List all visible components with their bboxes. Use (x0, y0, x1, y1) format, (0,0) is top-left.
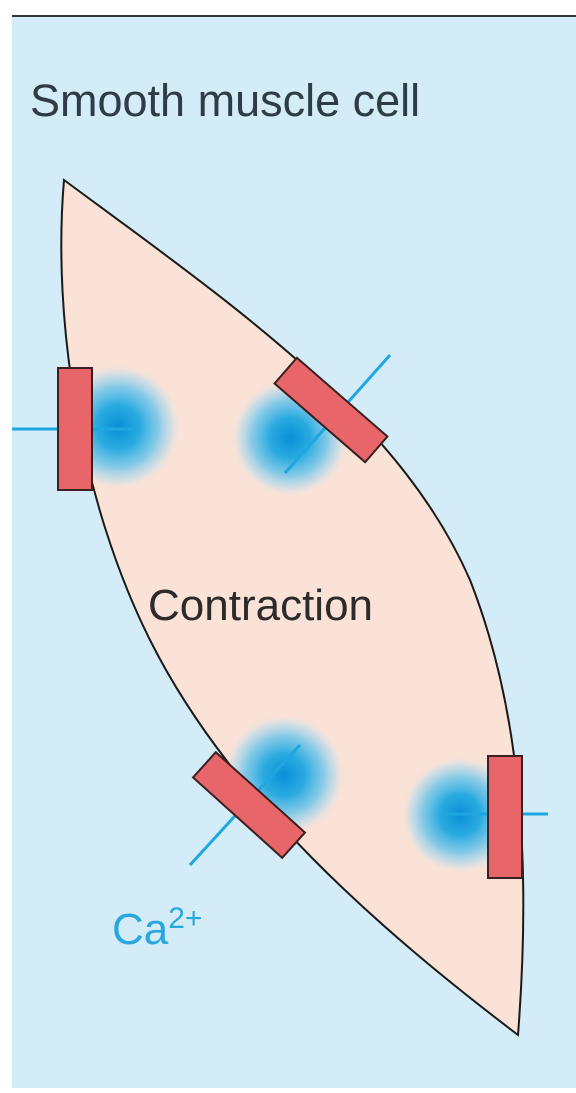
contraction-label: Contraction (148, 581, 373, 630)
diagram-title: Smooth muscle cell (30, 75, 420, 126)
calcium-ion-charge: 2+ (168, 902, 202, 935)
calcium-channel-lower-right (488, 756, 522, 878)
calcium-channel-upper-left (58, 368, 92, 490)
calcium-ion-symbol: Ca (112, 905, 169, 954)
